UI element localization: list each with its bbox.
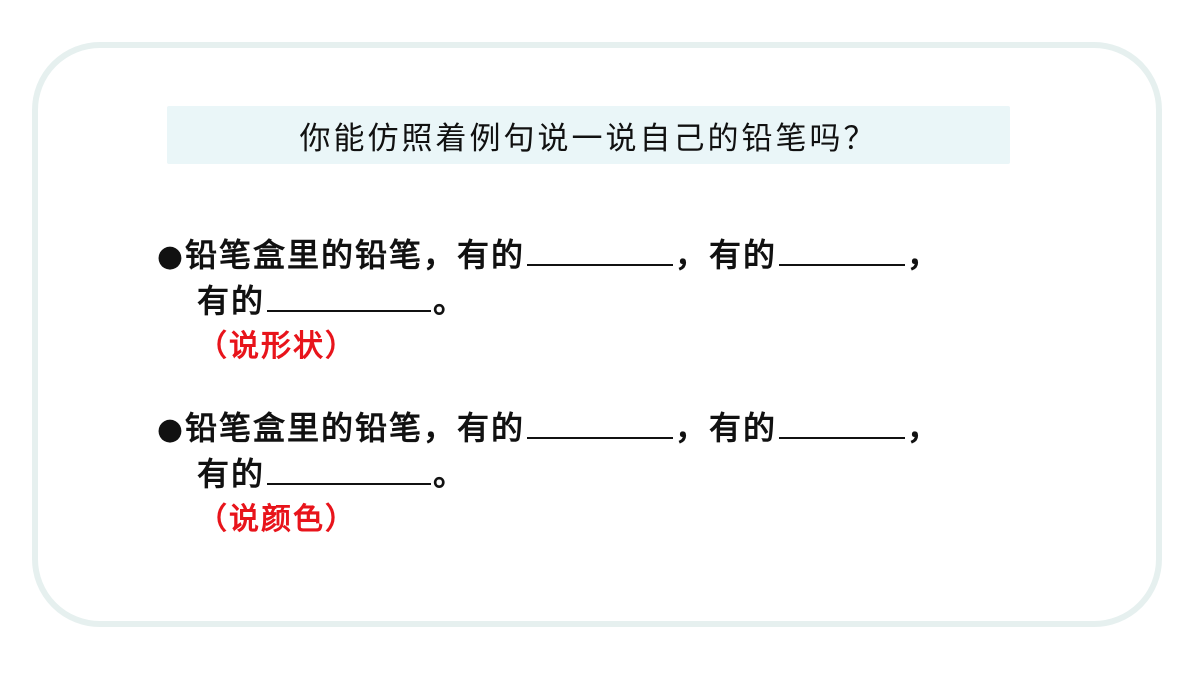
sentence-period: 。	[433, 455, 468, 493]
exercise-item-color: ●铅笔盒里的铅笔，有的 ，有的 ， 有的 。 （说颜色）	[155, 405, 1055, 543]
fill-blank[interactable]	[267, 453, 432, 485]
fill-blank[interactable]	[267, 280, 432, 312]
sentence-lead-2: 有的	[197, 455, 266, 493]
exercise-item-shape: ●铅笔盒里的铅笔，有的 ，有的 ， 有的 。 （说形状）	[155, 232, 1055, 370]
bullet-icon: ●	[156, 412, 184, 447]
fill-blank[interactable]	[779, 234, 906, 266]
sentence-lead: 铅笔盒里的铅笔，有的	[185, 409, 526, 447]
sentence-lead: 铅笔盒里的铅笔，有的	[185, 236, 526, 274]
hint-note: （说形状）	[197, 329, 357, 364]
fill-blank[interactable]	[527, 234, 674, 266]
fill-blank[interactable]	[779, 407, 906, 439]
sentence-separator: ，有的	[675, 236, 778, 274]
question-banner: 你能仿照着例句说一说自己的铅笔吗？	[167, 106, 1010, 164]
fill-blank[interactable]	[527, 407, 674, 439]
exercise-line-2: 有的 。	[155, 451, 1055, 497]
question-title: 你能仿照着例句说一说自己的铅笔吗？	[299, 120, 878, 157]
exercise-line-1: ●铅笔盒里的铅笔，有的 ，有的 ，	[155, 232, 1055, 278]
sentence-period: 。	[433, 282, 468, 320]
sentence-separator: ，有的	[675, 409, 778, 447]
hint-note: （说颜色）	[197, 502, 357, 537]
sentence-lead-2: 有的	[197, 282, 266, 320]
sentence-comma: ，	[907, 236, 942, 274]
sentence-comma: ，	[907, 409, 942, 447]
bullet-icon: ●	[156, 239, 184, 274]
exercise-line-1: ●铅笔盒里的铅笔，有的 ，有的 ，	[155, 405, 1055, 451]
exercise-line-2: 有的 。	[155, 278, 1055, 324]
